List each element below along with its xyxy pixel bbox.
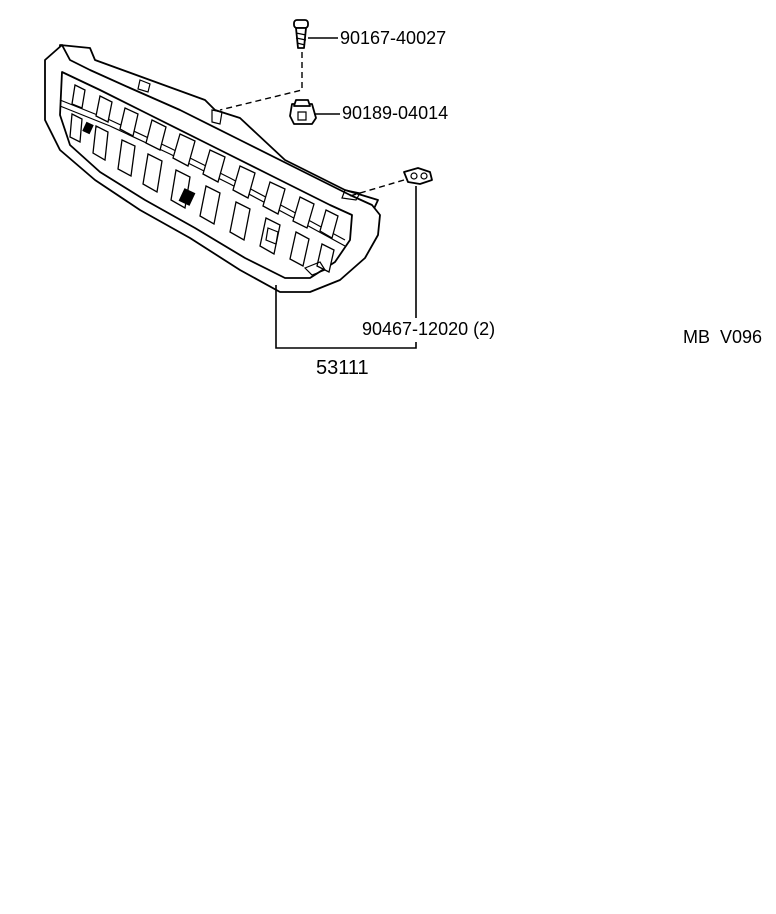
part-number-nut: 90189-04014 xyxy=(342,103,448,123)
screw-icon xyxy=(293,19,309,49)
part-number-grille: 53111 xyxy=(316,357,369,379)
diagram-code: MB V096 xyxy=(683,327,762,347)
part-number-screw: 90167-40027 xyxy=(340,28,446,48)
clip-icon xyxy=(403,167,433,185)
radiator-grille-icon xyxy=(44,44,381,293)
part-number-clip: 90467-12020 (2) xyxy=(362,319,495,339)
clip-nut-icon xyxy=(289,99,317,125)
